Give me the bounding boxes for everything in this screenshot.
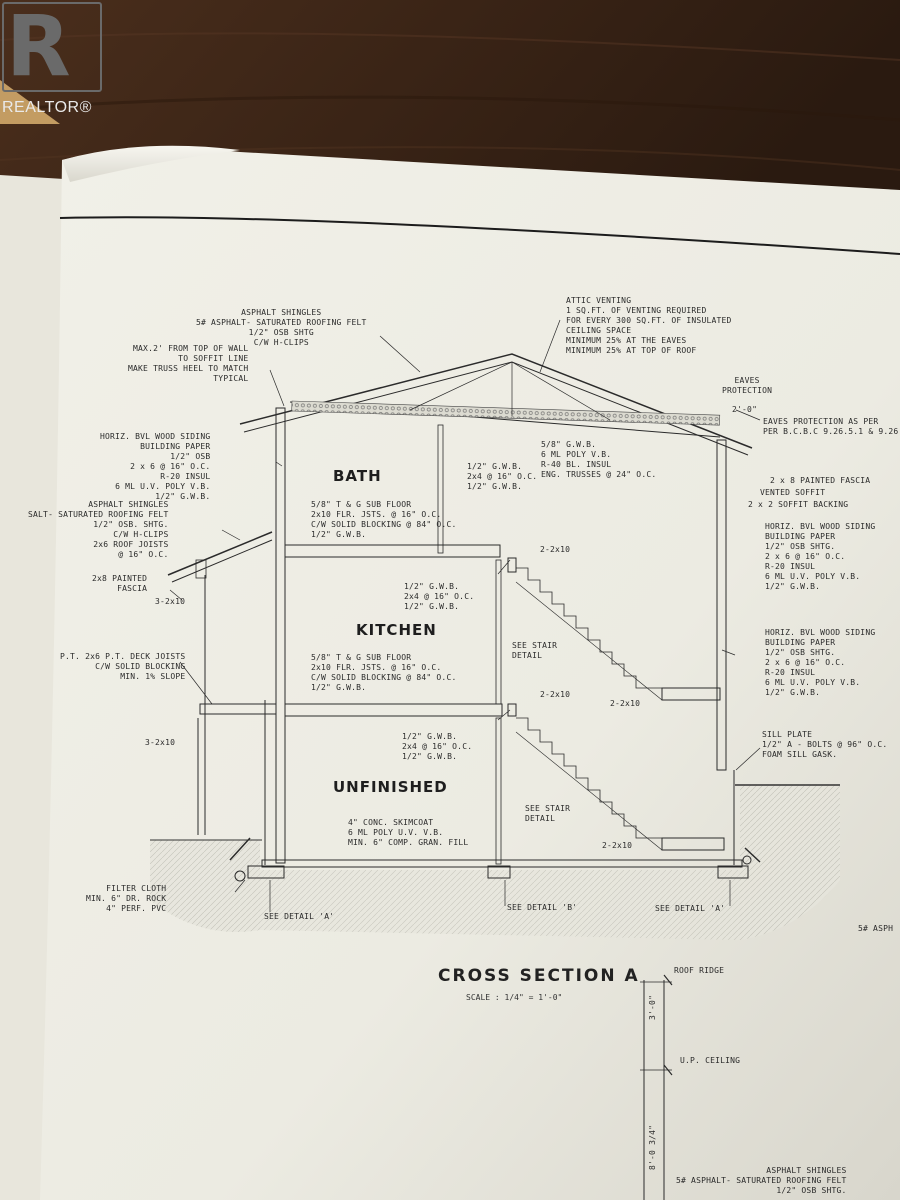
note-see-detail-a-right: SEE DETAIL 'A' bbox=[655, 904, 726, 913]
note-eaves-protection: EAVES PROTECTION AS PER PER B.C.B.C 9.26… bbox=[763, 417, 900, 436]
note-upper-ceiling: U.P. CEILING bbox=[680, 1056, 741, 1065]
note-int-wall-main: 1/2" G.W.B. 2x4 @ 16" O.C. 1/2" G.W.B. bbox=[404, 582, 475, 611]
note-fascia-left: 2x8 PAINTED FASCIA bbox=[92, 574, 148, 593]
note-dimension-lower: 8'-0 3/4" bbox=[648, 1124, 657, 1170]
note-fascia-right: 2 x 8 PAINTED FASCIA bbox=[770, 476, 871, 485]
realtor-logo-box bbox=[2, 2, 102, 92]
note-subfloor-main: 5/8" T & G SUB FLOOR 2x10 FLR. JSTS. @ 1… bbox=[311, 653, 457, 692]
note-see-stair-lower: SEE STAIR DETAIL bbox=[525, 804, 571, 823]
note-beam-main: 2-2x10 bbox=[540, 690, 571, 699]
note-right-wall-main: HORIZ. BVL WOOD SIDING BUILDING PAPER 1/… bbox=[765, 628, 876, 697]
room-label-kitchen: KITCHEN bbox=[356, 621, 437, 639]
note-roof-ridge: ROOF RIDGE bbox=[674, 966, 725, 975]
note-slab: 4" CONC. SKIMCOAT 6 ML POLY U.V. V.B. MI… bbox=[348, 818, 469, 847]
note-soffit-backing: 2 x 2 SOFFIT BACKING bbox=[748, 500, 849, 509]
note-porch-beam: 3-2x10 bbox=[155, 597, 186, 606]
note-beam-upper: 2-2x10 bbox=[540, 545, 571, 554]
note-drain: FILTER CLOTH MIN. 6" DR. ROCK 4" PERF. P… bbox=[86, 884, 167, 913]
note-eaves-protection-tag: EAVES PROTECTION bbox=[722, 376, 773, 395]
note-subfloor-upper: 5/8" T & G SUB FLOOR 2x10 FLR. JSTS. @ 1… bbox=[311, 500, 457, 539]
note-second-shingles: ASPHALT SHINGLES 5# ASPHALT- SATURATED R… bbox=[676, 1166, 847, 1195]
note-porch-roof: ASPHALT SHINGLES SALT- SATURATED ROOFING… bbox=[28, 500, 169, 559]
note-deck-beam: 3-2x10 bbox=[145, 738, 176, 747]
note-roof-shingles: ASPHALT SHINGLES 5# ASPHALT- SATURATED R… bbox=[196, 308, 367, 347]
ground-hatch-right bbox=[740, 785, 840, 940]
ground-hatch-main bbox=[260, 870, 740, 940]
note-stair-header-upper: 2-2x10 bbox=[610, 699, 641, 708]
realtor-r-icon: R bbox=[6, 0, 71, 95]
note-dimension-upper: 3'-0" bbox=[648, 994, 657, 1020]
realtor-logo-text: REALTOR® bbox=[2, 99, 92, 116]
drawing-scale: SCALE : 1/4" = 1'-0" bbox=[466, 993, 563, 1002]
realtor-logo-block: R REALTOR® bbox=[0, 0, 106, 124]
note-eaves-dimension: 2'-0" bbox=[732, 405, 758, 414]
note-vented-soffit: VENTED SOFFIT bbox=[760, 488, 826, 497]
ground-hatch-left bbox=[150, 840, 260, 932]
note-cut-off-right: 5# ASPH bbox=[858, 924, 894, 933]
note-stair-header-lower: 2-2x10 bbox=[602, 841, 633, 850]
note-deck-joists: P.T. 2x6 P.T. DECK JOISTS C/W SOLID BLOC… bbox=[60, 652, 186, 681]
note-ceiling: 5/8" G.W.B. 6 ML POLY V.B. R-40 BL. INSU… bbox=[541, 440, 657, 479]
house-section bbox=[167, 319, 761, 1200]
note-see-detail-a-left: SEE DETAIL 'A' bbox=[264, 912, 335, 921]
room-label-unfinished: UNFINISHED bbox=[333, 778, 448, 796]
note-sill-plate: SILL PLATE 1/2" A - BOLTS @ 96" O.C. FOA… bbox=[762, 730, 888, 759]
drawing-title: CROSS SECTION A bbox=[438, 966, 640, 986]
note-truss-heel: MAX.2' FROM TOP OF WALL TO SOFFIT LINE M… bbox=[128, 344, 249, 383]
note-attic-venting: ATTIC VENTING 1 SQ.FT. OF VENTING REQUIR… bbox=[566, 296, 732, 355]
note-int-wall-base: 1/2" G.W.B. 2x4 @ 16" O.C. 1/2" G.W.B. bbox=[402, 732, 473, 761]
room-label-bath: BATH bbox=[333, 467, 382, 485]
note-right-wall-upper: HORIZ. BVL WOOD SIDING BUILDING PAPER 1/… bbox=[765, 522, 876, 591]
note-see-detail-b: SEE DETAIL 'B' bbox=[507, 903, 578, 912]
note-left-wall-upper: HORIZ. BVL WOOD SIDING BUILDING PAPER 1/… bbox=[100, 432, 211, 501]
note-int-wall-upper: 1/2" G.W.B. 2x4 @ 16" O.C. 1/2" G.W.B. bbox=[467, 462, 538, 491]
note-see-stair-upper: SEE STAIR DETAIL bbox=[512, 641, 558, 660]
